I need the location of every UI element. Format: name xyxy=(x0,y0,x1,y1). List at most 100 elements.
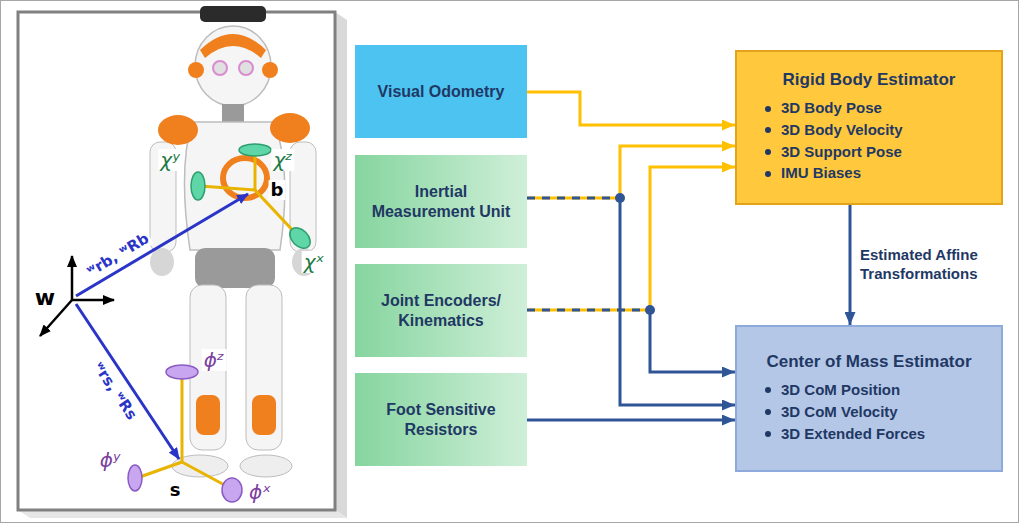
sensor-box: Joint Encoders/ Kinematics xyxy=(355,264,527,357)
robot-panel xyxy=(18,12,347,518)
sensor-box: Inertial Measurement Unit xyxy=(355,155,527,248)
axis-label: ϕᶻ xyxy=(202,349,227,371)
bullet-text: IMU Biases xyxy=(781,164,861,183)
box-text: Inertial Measurement Unit xyxy=(365,182,517,222)
box-text: Foot Sensitive Resistors xyxy=(365,400,517,440)
connector-line xyxy=(527,309,650,312)
connector-arrow xyxy=(527,420,735,421)
bullet-dot xyxy=(765,431,771,437)
robot-part xyxy=(18,12,335,510)
axis-label: χˣ xyxy=(302,251,327,273)
bullet-dot xyxy=(765,106,771,112)
sensor-box: Visual Odometry xyxy=(355,45,527,138)
connector-line xyxy=(527,167,735,310)
robot-part xyxy=(222,104,244,122)
bullet-text: 3D Body Pose xyxy=(781,99,882,118)
robot-part xyxy=(286,224,314,252)
robot-part xyxy=(222,478,242,502)
sensor-box: Foot Sensitive Resistors xyxy=(355,373,527,466)
connector-arrow xyxy=(527,146,735,198)
connector-line xyxy=(849,205,852,325)
bullet-list: 3D CoM Position 3D CoM Velocity 3D Extende… xyxy=(751,378,987,446)
axis-label: χʸ xyxy=(158,149,181,171)
robot-part xyxy=(213,61,227,75)
bullet-dot xyxy=(765,409,771,415)
bullet-item: 3D CoM Position xyxy=(765,381,987,400)
robot-part xyxy=(191,172,205,200)
pose-vectors xyxy=(76,194,248,459)
junction-dot xyxy=(615,193,625,203)
bullet-item: 3D Extended Forces xyxy=(765,425,987,444)
robot-part xyxy=(76,304,179,459)
connector-arrow xyxy=(527,198,735,405)
bullet-item: 3D CoM Velocity xyxy=(765,403,987,422)
bullet-item: IMU Biases xyxy=(765,164,987,183)
frame-label: s xyxy=(168,480,183,500)
bullet-text: 3D Body Velocity xyxy=(781,121,903,140)
estimator-box: Center of Mass Estimator3D CoM Position3… xyxy=(735,325,1003,472)
robot-part xyxy=(137,462,182,478)
robot-part xyxy=(195,248,275,288)
frame-label: w xyxy=(33,286,57,310)
bullet-item: 3D Body Velocity xyxy=(765,121,987,140)
bullet-text: 3D CoM Position xyxy=(781,381,900,400)
robot-part xyxy=(150,248,174,276)
robot-part xyxy=(239,144,271,156)
bullet-item: 3D Support Pose xyxy=(765,143,987,162)
robot-part xyxy=(71,256,74,300)
robot-part xyxy=(76,194,248,296)
robot-part xyxy=(240,455,292,477)
connector-line xyxy=(620,198,735,405)
robot-part xyxy=(262,62,278,78)
bullet-text: 3D Support Pose xyxy=(781,143,902,162)
estimator-box: Rigid Body Estimator3D Body Pose3D Body … xyxy=(735,50,1003,205)
connector-line xyxy=(527,146,735,198)
bullet-dot xyxy=(765,127,771,133)
connector-arrow xyxy=(527,92,735,125)
robot-part xyxy=(188,62,204,78)
bullet-dot xyxy=(765,171,771,177)
connector-line xyxy=(527,197,620,200)
bullet-text: 3D Extended Forces xyxy=(781,425,925,444)
robot-part xyxy=(128,465,142,491)
robot-part xyxy=(200,186,255,190)
bullet-text: 3D CoM Velocity xyxy=(781,403,898,422)
bullet-item: 3D Body Pose xyxy=(765,99,987,118)
support-frame xyxy=(128,365,242,502)
bullet-list: 3D Body Pose 3D Body Velocity 3D Support P… xyxy=(751,96,987,186)
connector-arrow xyxy=(850,205,851,325)
axis-label: ϕʸ xyxy=(98,449,123,471)
body-frame xyxy=(191,144,314,252)
frame-label: b xyxy=(269,180,286,200)
robot-part xyxy=(196,395,220,435)
robot-part xyxy=(72,299,114,302)
robot-part xyxy=(158,115,198,145)
robot-part xyxy=(223,158,267,198)
bullet-dot xyxy=(765,149,771,155)
robot-part xyxy=(239,61,253,75)
connector-line xyxy=(650,310,735,372)
box-text: Visual Odometry xyxy=(378,82,505,102)
robot-part xyxy=(200,34,266,58)
robot-figure xyxy=(150,6,316,477)
connector-arrow xyxy=(527,167,735,310)
robot-part xyxy=(246,285,282,450)
robot-part xyxy=(270,113,310,143)
robot-part xyxy=(181,374,184,462)
box-heading: Rigid Body Estimator xyxy=(751,69,987,90)
robot-part xyxy=(252,395,276,435)
axis-label: ϕˣ xyxy=(247,481,273,503)
connector-line xyxy=(527,92,735,125)
robot-part xyxy=(184,122,284,250)
connector-line xyxy=(527,419,735,422)
axis-label: χᶻ xyxy=(271,149,294,171)
robot-part xyxy=(195,26,271,106)
robot-part xyxy=(335,12,347,518)
robot-part xyxy=(172,455,228,477)
bullet-dot xyxy=(765,387,771,393)
box-text: Joint Encoders/ Kinematics xyxy=(365,291,517,331)
junction-dot xyxy=(645,305,655,315)
box-heading: Center of Mass Estimator xyxy=(751,351,987,372)
